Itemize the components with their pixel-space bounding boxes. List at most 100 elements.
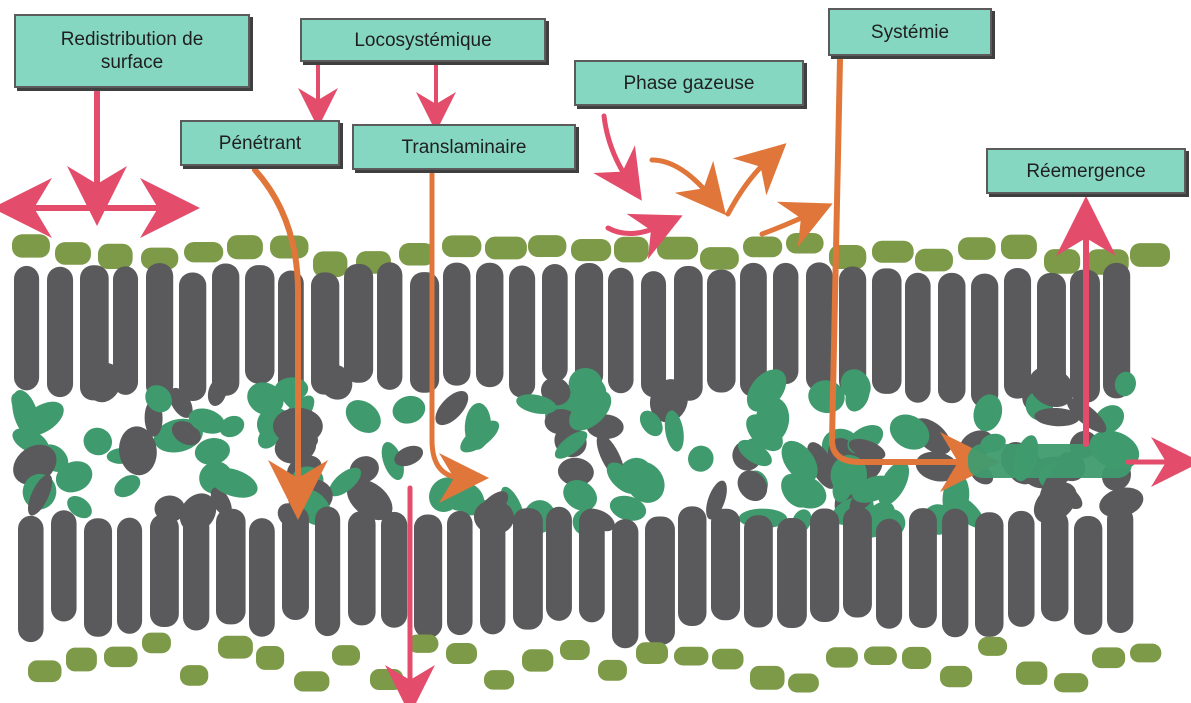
epidermis-cell xyxy=(227,235,263,259)
epidermis-cell xyxy=(657,237,698,260)
palisade-cell xyxy=(216,509,246,625)
epidermis-cell xyxy=(294,671,329,691)
epidermis-cell xyxy=(614,237,649,263)
vascular-bundle xyxy=(968,444,1132,478)
palisade-cell xyxy=(1004,268,1031,399)
epidermis-cell xyxy=(180,665,208,686)
palisade-cell xyxy=(282,506,309,620)
epidermis-cell xyxy=(484,670,514,690)
palisade-cell xyxy=(249,518,275,637)
palisade-cell xyxy=(645,516,675,644)
locosystemique-label: Locosystémique xyxy=(300,18,546,62)
palisade-cell xyxy=(513,508,543,629)
epidermis-cell xyxy=(98,244,133,269)
epidermis-cell xyxy=(1130,243,1170,267)
epidermis-cell xyxy=(522,649,553,671)
palisade-cell xyxy=(909,508,937,628)
systemie-label: Systémie xyxy=(828,8,992,56)
palisade-cell xyxy=(146,263,173,399)
palisade-cell xyxy=(674,266,703,401)
epidermis-cell xyxy=(636,642,668,664)
epidermis-cell xyxy=(442,235,481,257)
palisade-cell xyxy=(344,264,373,383)
epidermis-cell xyxy=(1130,644,1161,663)
phase-gazeuse-arrow-icon xyxy=(762,214,810,234)
mesophyll-cell xyxy=(389,392,429,428)
epidermis-cell xyxy=(902,647,931,669)
palisade-cell xyxy=(18,516,44,642)
epidermis-cell xyxy=(332,645,360,666)
palisade-cell xyxy=(447,511,473,635)
phase-gazeuse-arrow-icon xyxy=(652,160,710,196)
palisade-cell xyxy=(843,507,872,618)
palisade-cell xyxy=(443,263,470,386)
translaminaire-label: Translaminaire xyxy=(352,124,576,170)
epidermis-cell xyxy=(1044,249,1080,274)
palisade-cell xyxy=(810,509,839,622)
palisade-cell xyxy=(777,518,807,628)
epidermis-cell xyxy=(1016,661,1047,684)
palisade-cell xyxy=(348,511,376,625)
palisade-cell xyxy=(707,270,736,393)
palisade-cell xyxy=(1074,516,1102,635)
epidermis-cell xyxy=(12,234,50,257)
epidermis-cell xyxy=(788,674,819,693)
palisade-cell xyxy=(1107,506,1133,633)
epidermis-cell xyxy=(184,242,223,262)
palisade-cell xyxy=(1008,511,1035,627)
epidermis-cell xyxy=(560,640,590,660)
palisade-cell xyxy=(546,507,572,621)
epidermis-cell xyxy=(1092,647,1125,668)
palisade-cell xyxy=(414,514,442,637)
palisade-cell xyxy=(84,518,112,636)
mesophyll-cell xyxy=(339,393,387,439)
palisade-cell xyxy=(480,507,505,635)
phase-gazeuse-arrow-icon xyxy=(604,116,628,180)
palisade-cell xyxy=(315,506,340,636)
palisade-cell xyxy=(711,509,740,620)
palisade-cell xyxy=(971,274,998,408)
palisade-cell xyxy=(179,272,206,401)
palisade-cell xyxy=(905,273,931,403)
epidermis-cell xyxy=(1001,235,1037,259)
epidermis-cell xyxy=(750,666,785,690)
epidermis-cell xyxy=(66,648,97,672)
palisade-cell xyxy=(410,272,439,393)
epidermis-cell xyxy=(218,636,253,659)
palisade-cell xyxy=(872,268,902,394)
lower-epidermis xyxy=(28,633,1161,693)
phase-gazeuse-label: Phase gazeuse xyxy=(574,60,804,106)
reemergence-label: Réemergence xyxy=(986,148,1186,194)
palisade-cell xyxy=(744,515,773,627)
epidermis-cell xyxy=(786,233,824,254)
epidermis-cell xyxy=(142,633,171,654)
palisade-cell xyxy=(1041,510,1068,621)
epidermis-cell xyxy=(571,239,611,261)
palisade-cell xyxy=(542,264,568,382)
palisade-cell xyxy=(641,271,666,397)
palisade-cell xyxy=(47,267,73,397)
palisade-cell xyxy=(245,265,274,383)
epidermis-cell xyxy=(743,236,782,257)
palisade-cell xyxy=(876,519,902,629)
palisade-cell xyxy=(476,263,503,387)
palisade-cell xyxy=(150,514,179,627)
palisade-cell xyxy=(51,510,77,621)
mesophyll-cell xyxy=(683,441,718,476)
palisade-cell xyxy=(579,508,605,622)
palisade-cell xyxy=(975,512,1004,637)
epidermis-cell xyxy=(446,643,477,664)
palisade-cell xyxy=(612,519,638,648)
palisade-cell xyxy=(14,266,39,390)
palisade-cell xyxy=(377,262,402,390)
epidermis-cell xyxy=(408,634,438,652)
epidermis-cell xyxy=(978,637,1007,656)
palisade-cell xyxy=(806,262,833,391)
epidermis-cell xyxy=(370,669,403,690)
epidermis-cell xyxy=(915,249,953,272)
palisade-cell xyxy=(117,518,142,634)
palisade-cell xyxy=(942,509,968,638)
epidermis-cell xyxy=(864,647,897,666)
palisade-cell xyxy=(381,512,407,628)
epidermis-cell xyxy=(958,237,996,260)
